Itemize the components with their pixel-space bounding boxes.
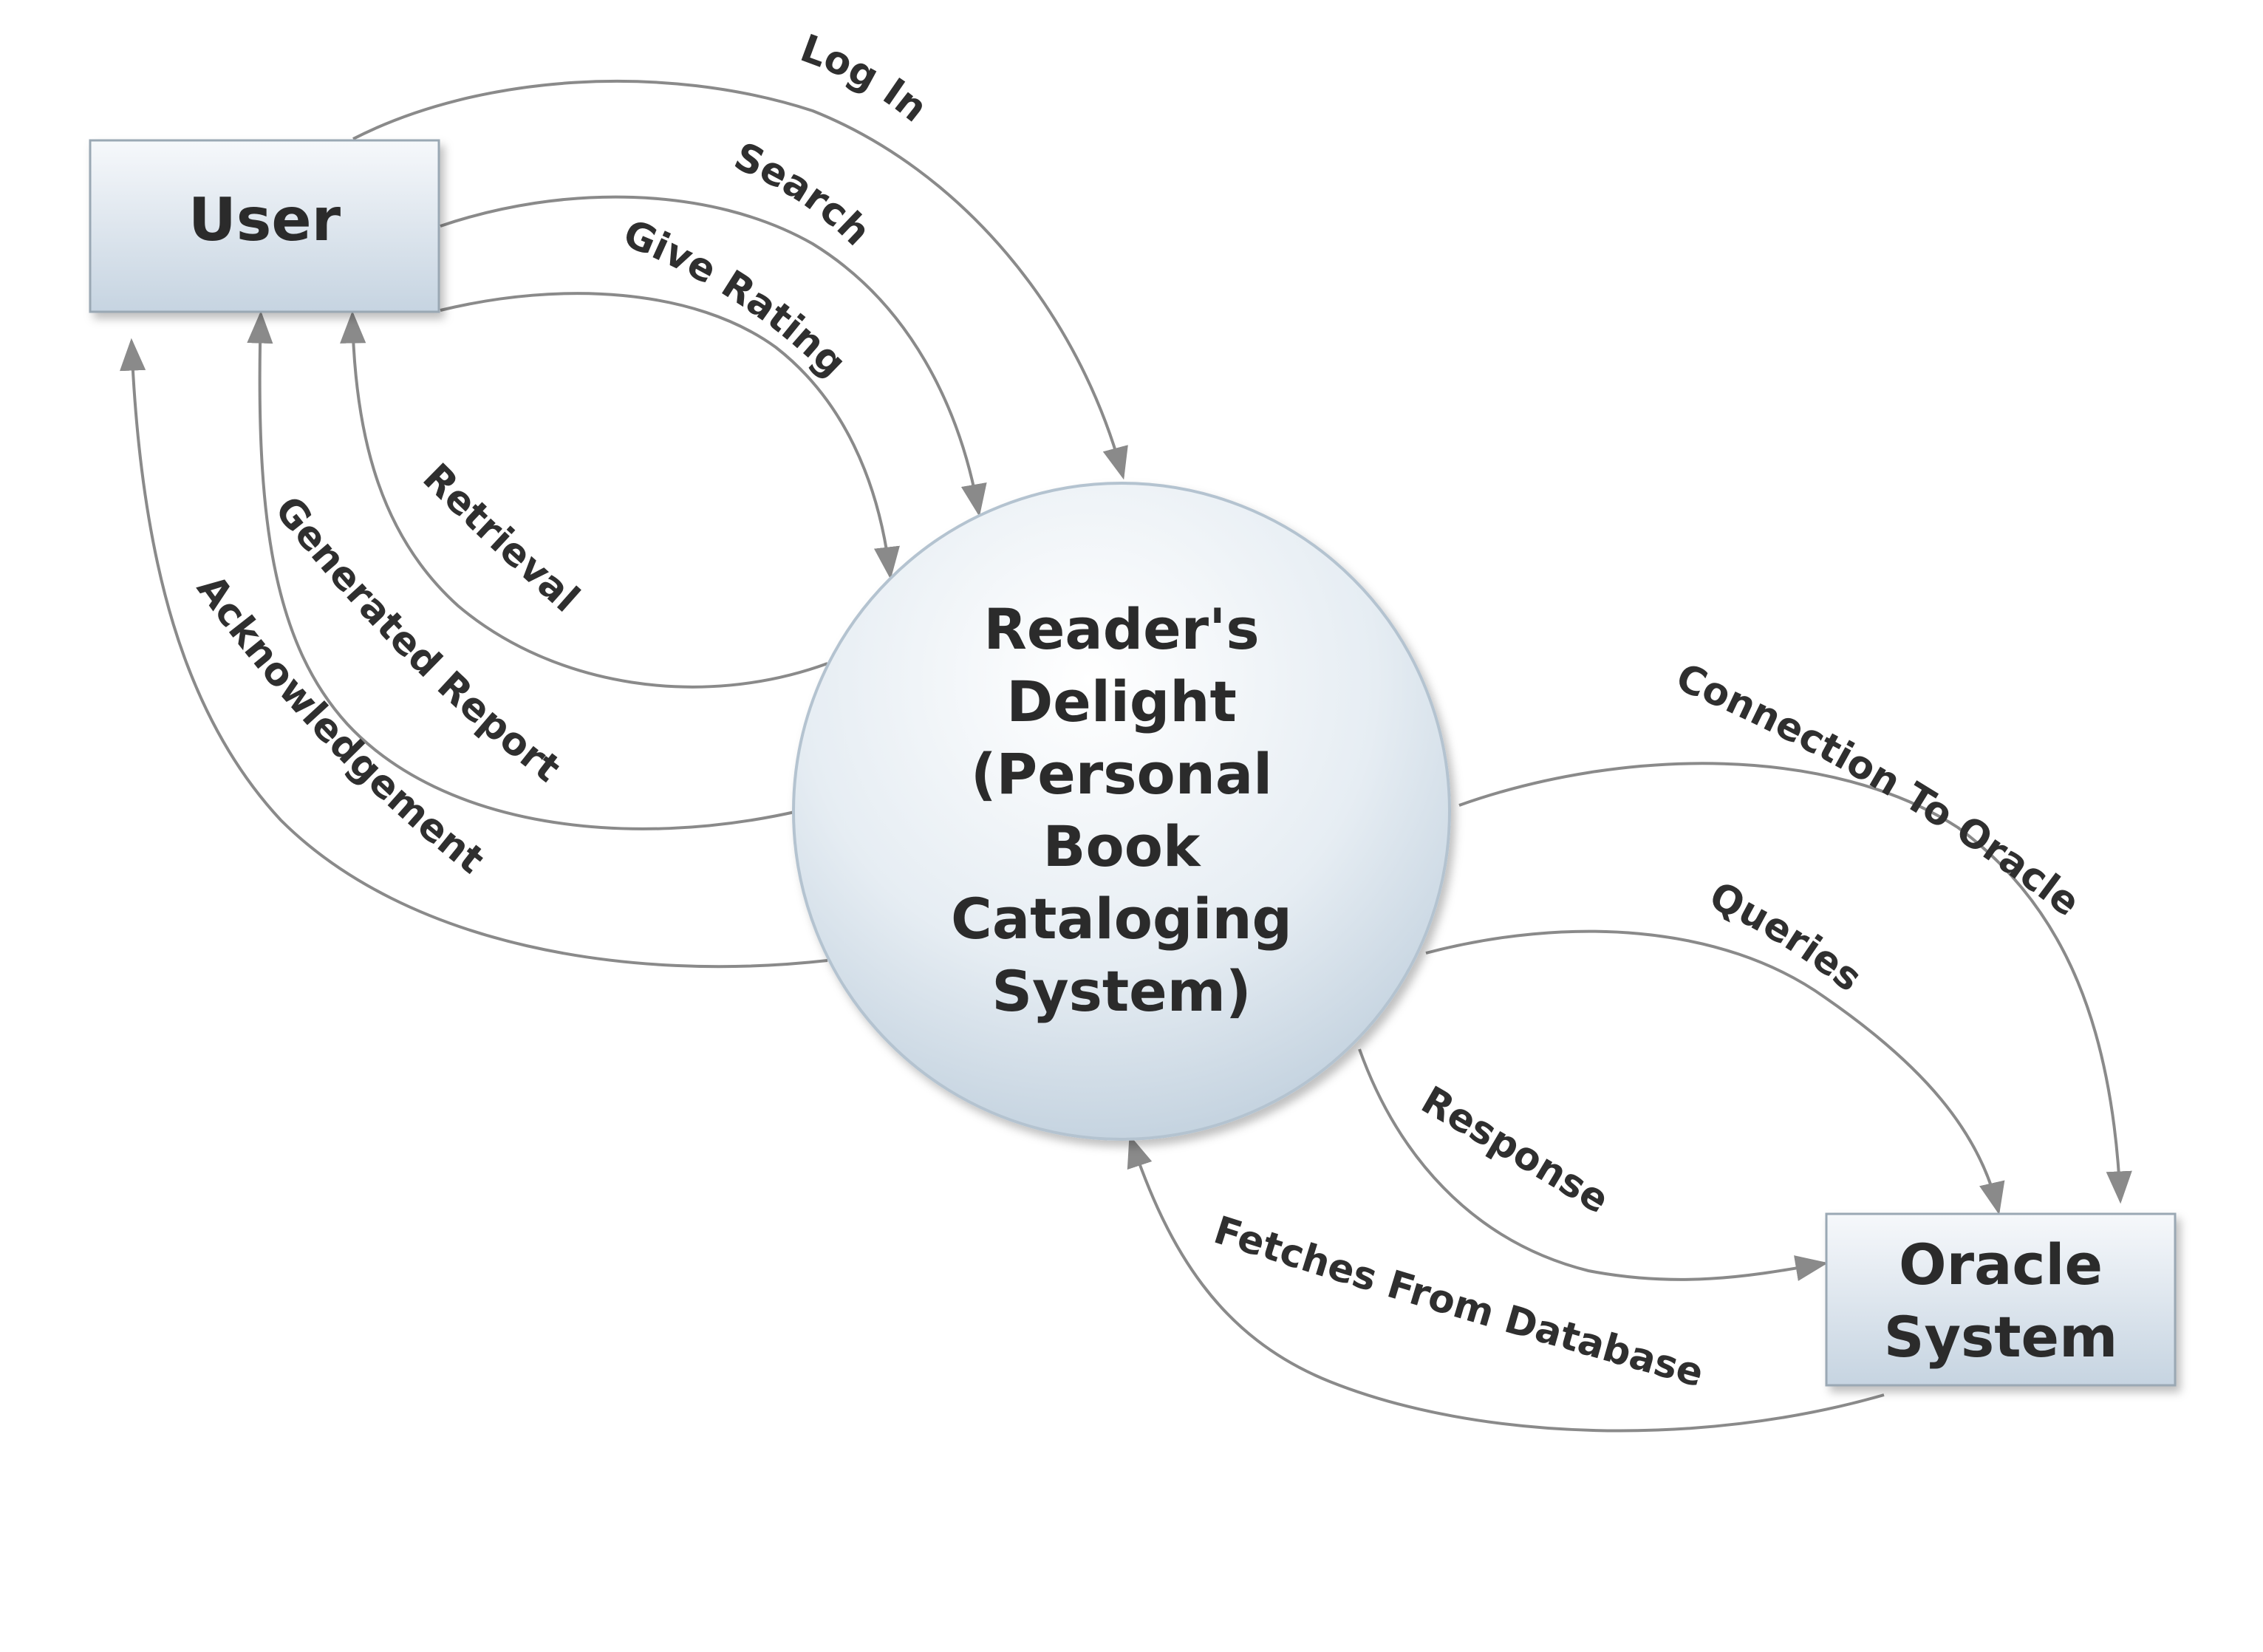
oracle-label-line-1: Oracle	[1899, 1232, 2103, 1297]
give-rating-flow-line	[440, 292, 900, 580]
retrieval-label-path: Retrieval	[414, 455, 588, 621]
process-label-line-3: (Personal	[971, 741, 1272, 807]
generated-report-flow-line	[247, 310, 799, 830]
oracle-label-line-2: System	[1884, 1304, 2118, 1370]
log-in-label: Log In	[795, 27, 935, 132]
search-label: Search	[728, 134, 878, 255]
retrieval-label: Retrieval	[414, 455, 588, 621]
process-label-line-1: Reader's	[983, 596, 1259, 662]
response-flow-line	[1358, 1048, 1829, 1281]
response-label-path: Response	[1414, 1078, 1617, 1223]
queries-label-path: Queries	[1703, 874, 1871, 1001]
user-label: User	[188, 185, 341, 254]
response-label: Response	[1414, 1078, 1617, 1223]
fetches-from-database-label-path: Fetches From Database	[1209, 1208, 1708, 1396]
search-flow-line	[440, 195, 987, 517]
fetches-from-database-flow-line	[1127, 1134, 1885, 1433]
retrieval-flow-line	[340, 310, 828, 689]
search-label-path: Search	[728, 134, 878, 255]
fetches-from-database-label: Fetches From Database	[1209, 1208, 1708, 1396]
process-label-line-4: Book	[1043, 813, 1201, 879]
log-in-label-path: Log In	[795, 27, 935, 132]
queries-flow-line	[1425, 929, 2005, 1215]
connection-to-oracle-flow-line	[1458, 762, 2132, 1204]
oracle-entity[interactable]	[1825, 1212, 2177, 1387]
acknowledgement-label: Acknowledgement	[188, 567, 492, 882]
process-label-line-5: Cataloging	[951, 886, 1292, 952]
log-in-flow-line	[352, 79, 1128, 480]
acknowledgement-flow-line	[120, 338, 828, 969]
process-entity[interactable]	[792, 482, 1451, 1141]
user-box	[89, 139, 440, 313]
oracle-box	[1825, 1212, 2177, 1387]
acknowledgement-label-path: Acknowledgement	[188, 567, 492, 882]
queries-label: Queries	[1703, 874, 1871, 1001]
process-label-line-2: Delight	[1006, 669, 1237, 734]
process-label-line-6: System)	[991, 958, 1251, 1024]
process-circle	[792, 482, 1451, 1141]
user-entity[interactable]	[89, 139, 440, 313]
